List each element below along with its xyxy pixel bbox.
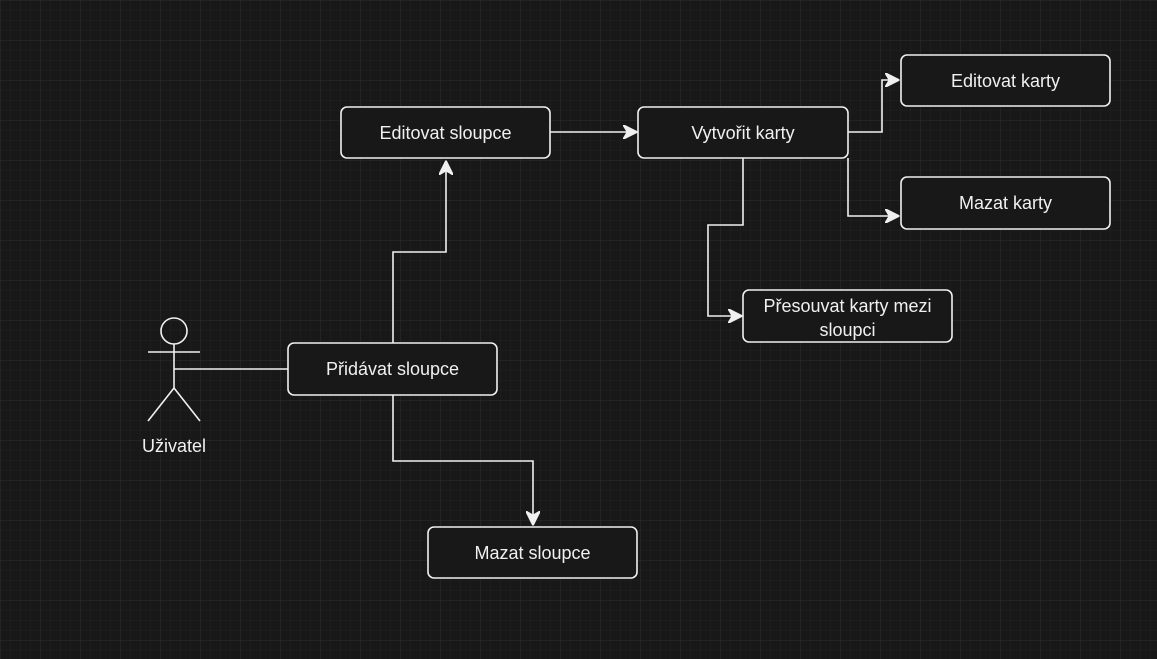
node-label-line2: sloupci bbox=[819, 320, 875, 340]
node-label-line1: Přesouvat karty mezi bbox=[763, 296, 931, 316]
node-label: Přidávat sloupce bbox=[326, 359, 459, 379]
node-presouvat-karty[interactable]: Přesouvat karty mezi sloupci bbox=[742, 289, 953, 343]
node-editovat-karty[interactable]: Editovat karty bbox=[900, 54, 1111, 107]
node-box bbox=[900, 54, 1111, 107]
node-label: Mazat karty bbox=[959, 193, 1052, 213]
edge-vytvorit-mazat-karty bbox=[847, 158, 898, 216]
node-box bbox=[340, 106, 551, 159]
actor-leg-right bbox=[173, 387, 201, 422]
node-label: Mazat sloupce bbox=[474, 543, 590, 563]
node-vytvorit-karty[interactable]: Vytvořit karty bbox=[637, 106, 849, 159]
node-box bbox=[427, 526, 638, 579]
node-box bbox=[637, 106, 849, 159]
node-pridavat-sloupce[interactable]: Přidávat sloupce bbox=[287, 342, 498, 396]
node-box bbox=[742, 289, 953, 343]
node-label: Editovat sloupce bbox=[379, 123, 511, 143]
edge-vytvorit-presouvat bbox=[707, 158, 744, 316]
node-box bbox=[287, 342, 498, 396]
actor-label: Uživatel bbox=[142, 436, 206, 456]
node-label: Editovat karty bbox=[951, 71, 1060, 91]
edge-pridavat-editovat-sloupce bbox=[392, 162, 446, 343]
node-label: Vytvořit karty bbox=[691, 123, 794, 143]
node-mazat-karty[interactable]: Mazat karty bbox=[900, 176, 1111, 230]
node-box bbox=[900, 176, 1111, 230]
actor-leg-left bbox=[147, 387, 175, 422]
edge-pridavat-mazat-sloupce bbox=[392, 395, 533, 524]
edge-vytvorit-editovat-karty bbox=[848, 80, 898, 133]
node-mazat-sloupce[interactable]: Mazat sloupce bbox=[427, 526, 638, 579]
actor-uzivatel[interactable]: Uživatel bbox=[142, 317, 206, 456]
node-editovat-sloupce[interactable]: Editovat sloupce bbox=[340, 106, 551, 159]
